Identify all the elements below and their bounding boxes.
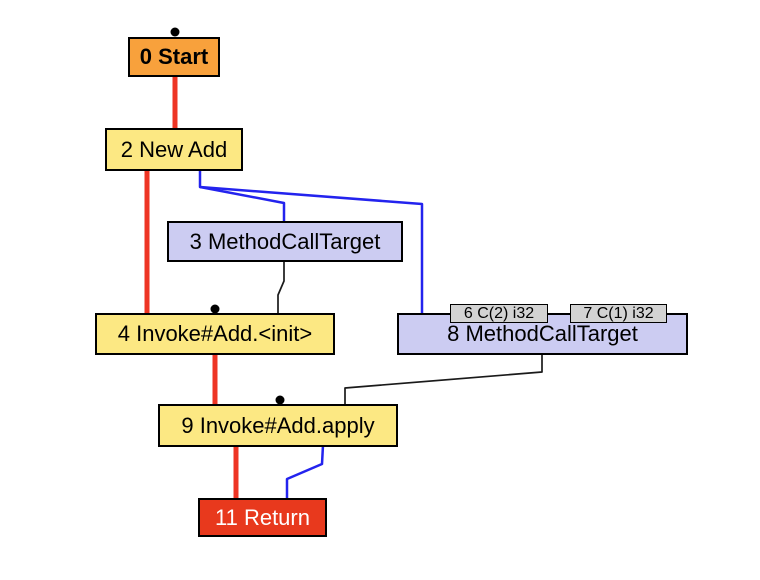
node-4-invoke-add-init[interactable]: 4 Invoke#Add.<init> <box>95 313 335 355</box>
slot-6-constant-c2-i32[interactable]: 6 C(2) i32 <box>450 304 548 323</box>
data-edge-newadd-to-mct3 <box>198 169 286 223</box>
node-3-method-call-target-label: 3 MethodCallTarget <box>189 228 381 254</box>
node-11-return[interactable]: 11 Return <box>198 498 327 537</box>
anchor-dot-invoke-apply <box>275 395 285 405</box>
node-0-start[interactable]: 0 Start <box>128 37 220 77</box>
anchor-dot-start <box>170 27 180 37</box>
node-2-new-add-label: 2 New Add <box>120 136 228 162</box>
data-edge-newadd-to-mct8 <box>199 185 424 314</box>
node-2-new-add[interactable]: 2 New Add <box>105 128 243 171</box>
assoc-edge-mct8-to-invoke-apply <box>344 353 543 406</box>
slot-7-constant-label: 7 C(1) i32 <box>583 304 654 322</box>
node-8-method-call-target-label: 8 MethodCallTarget <box>447 321 638 346</box>
data-edge-invoke-apply-to-return <box>285 444 325 500</box>
node-11-return-label: 11 Return <box>215 504 310 530</box>
node-4-invoke-add-init-label: 4 Invoke#Add.<init> <box>117 321 313 346</box>
slot-7-constant-c1-i32[interactable]: 7 C(1) i32 <box>570 304 667 323</box>
node-9-invoke-add-apply-label: 9 Invoke#Add.apply <box>181 412 375 438</box>
anchor-dot-invoke-init <box>210 304 220 314</box>
node-3-method-call-target[interactable]: 3 MethodCallTarget <box>167 221 403 262</box>
node-8-method-call-target[interactable]: 8 MethodCallTarget <box>397 313 688 355</box>
node-0-start-label: 0 Start <box>139 44 209 69</box>
assoc-edge-mct3-to-invoke-init <box>277 260 285 314</box>
slot-6-constant-label: 6 C(2) i32 <box>463 304 535 322</box>
node-9-invoke-add-apply[interactable]: 9 Invoke#Add.apply <box>158 404 398 447</box>
